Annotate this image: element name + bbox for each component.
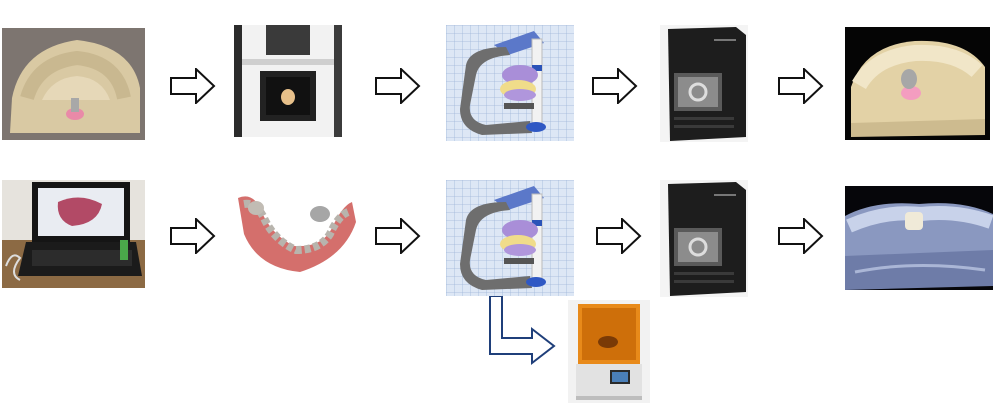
image-cad-articulator-bottom bbox=[446, 180, 574, 296]
arrow-j-to-k bbox=[778, 218, 824, 254]
image-laptop-intraoral-scanner bbox=[2, 180, 145, 288]
arrow-f-to-g bbox=[170, 218, 216, 254]
arrow-h-to-i bbox=[489, 296, 556, 366]
arrow-h-to-j bbox=[596, 218, 642, 254]
arrow-d-to-e bbox=[778, 68, 824, 104]
arrow-g-to-h bbox=[375, 218, 421, 254]
image-cad-articulator-top bbox=[446, 25, 574, 141]
image-intraoral-scan bbox=[234, 188, 358, 276]
image-milling-machine-bottom bbox=[660, 180, 748, 297]
arrow-a-to-b bbox=[170, 68, 216, 104]
image-stone-model bbox=[2, 28, 145, 140]
image-stone-model-crown bbox=[845, 27, 990, 140]
arrow-c-to-d bbox=[592, 68, 638, 104]
image-desktop-scanner bbox=[234, 25, 342, 137]
image-milling-machine-top bbox=[660, 25, 748, 142]
image-resin-model-crown bbox=[845, 186, 993, 290]
image-3d-printer bbox=[568, 300, 650, 403]
arrow-b-to-c bbox=[375, 68, 421, 104]
